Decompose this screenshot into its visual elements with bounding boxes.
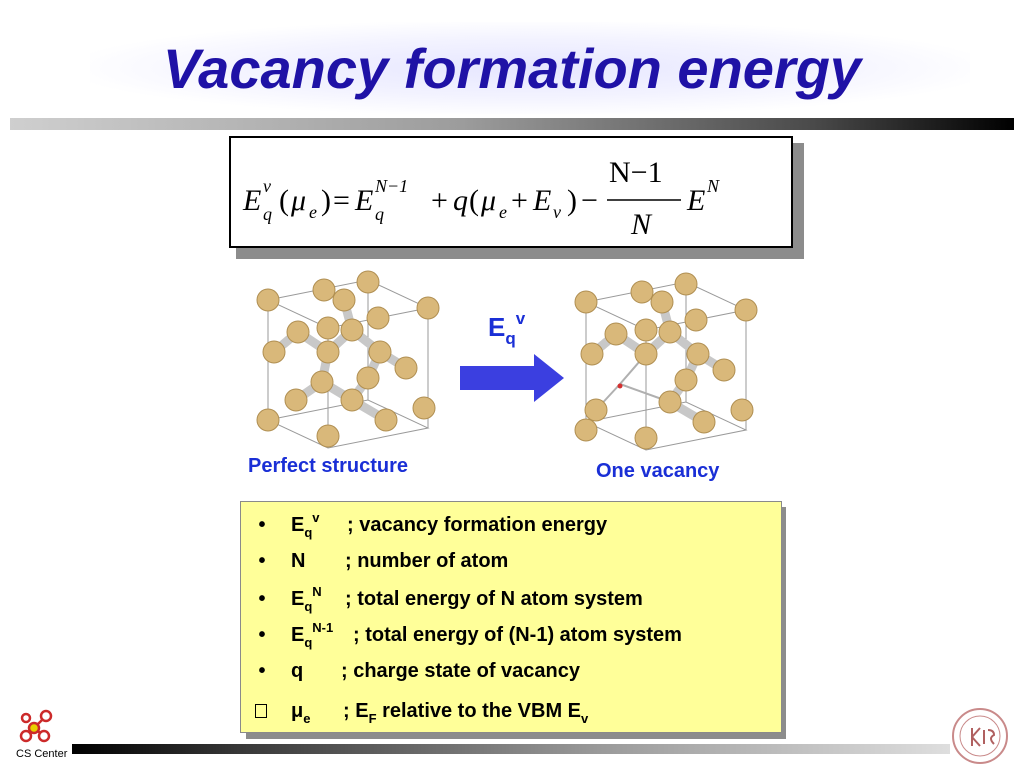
legend-symbol: Eqv: [291, 510, 320, 540]
vacancy-site-marker: [617, 383, 623, 389]
legend-desc: ; total energy of N atom system: [345, 588, 643, 610]
legend-missing-glyph-icon: [255, 704, 267, 718]
eq-mu-1: μ: [290, 184, 306, 217]
legend-desc: ; charge state of vacancy: [341, 660, 580, 682]
legend-bullet: •: [258, 660, 266, 682]
eq-plus-1: +: [431, 184, 448, 217]
crystal-perfect-svg: [256, 270, 440, 449]
eq-Ev-sub: v: [553, 202, 561, 222]
eq-paren-open: (: [279, 184, 289, 217]
legend-bullet: •: [258, 514, 266, 536]
vacancy-structure-image: [566, 262, 760, 452]
eq-lhs-sub: q: [263, 204, 272, 224]
cs-center-logo-icon: [19, 709, 53, 743]
title-divider: [10, 118, 1014, 130]
slide-title: Vacancy formation energy: [162, 37, 862, 100]
eq-paren-open-2: (: [469, 184, 479, 217]
eq-EN: E: [686, 184, 705, 217]
kist-seal-logo-icon: [952, 708, 1008, 764]
eq-mu-2: μ: [480, 184, 496, 217]
legend-bullet: •: [258, 624, 266, 646]
eq-q: q: [453, 184, 468, 217]
legend-bullet: •: [258, 550, 266, 572]
eq-EN-sup: N: [706, 176, 720, 196]
eq-frac-num: N−1: [609, 156, 663, 189]
eq-mu-sub-1: e: [309, 202, 317, 222]
eq-equals: =: [333, 184, 350, 217]
cs-center-label: CS Center: [16, 748, 68, 760]
arrow-label: Eqv: [488, 309, 526, 348]
equation-box: E v q ( μ e ) = E N−1 q + q ( μ e + E v …: [229, 136, 793, 248]
one-vacancy-label: One vacancy: [596, 460, 720, 482]
legend-symbol: EqN: [291, 584, 322, 614]
legend-bullet: •: [258, 588, 266, 610]
legend-symbol: EqN-1: [291, 620, 334, 650]
arrow-label-sub: q: [505, 329, 516, 348]
eq-paren-close: ): [321, 184, 331, 217]
legend-symbol: N: [291, 550, 306, 572]
legend-symbol: μe: [291, 700, 311, 726]
eq-minus: −: [581, 184, 598, 217]
legend-desc: ; vacancy formation energy: [347, 514, 608, 536]
equation-formula: E v q ( μ e ) = E N−1 q + q ( μ e + E v …: [242, 156, 720, 241]
eq-plus-2: +: [511, 184, 528, 217]
perfect-structure-label: Perfect structure: [248, 455, 409, 477]
legend-desc: ; number of atom: [345, 550, 509, 572]
eq-EqN1-sub: q: [375, 204, 384, 224]
eq-lhs-sup: v: [263, 176, 271, 196]
eq-frac-den: N: [630, 208, 653, 241]
title-glow: [90, 22, 970, 114]
legend-box: • Eqv ; vacancy formation energy • N ; n…: [240, 501, 782, 733]
perfect-structure-image: [248, 260, 442, 450]
right-arrow-icon: [460, 354, 564, 402]
arrow-label-main: E: [488, 312, 506, 342]
eq-EqN1: E: [354, 184, 373, 217]
legend-symbol: q: [291, 660, 304, 682]
footer-divider: [72, 744, 950, 754]
eq-lhs-E: E: [242, 184, 261, 217]
legend-desc: ; total energy of (N-1) atom system: [353, 624, 682, 646]
crystal-vacancy-svg: [574, 272, 758, 451]
eq-paren-close-2: ): [567, 184, 577, 217]
arrow-label-sup: v: [515, 309, 526, 328]
legend-desc: ; EF relative to the VBM Ev: [343, 700, 589, 726]
eq-mu-sub-2: e: [499, 202, 507, 222]
eq-Ev: E: [532, 184, 551, 217]
eq-EqN1-sup: N−1: [374, 176, 408, 196]
